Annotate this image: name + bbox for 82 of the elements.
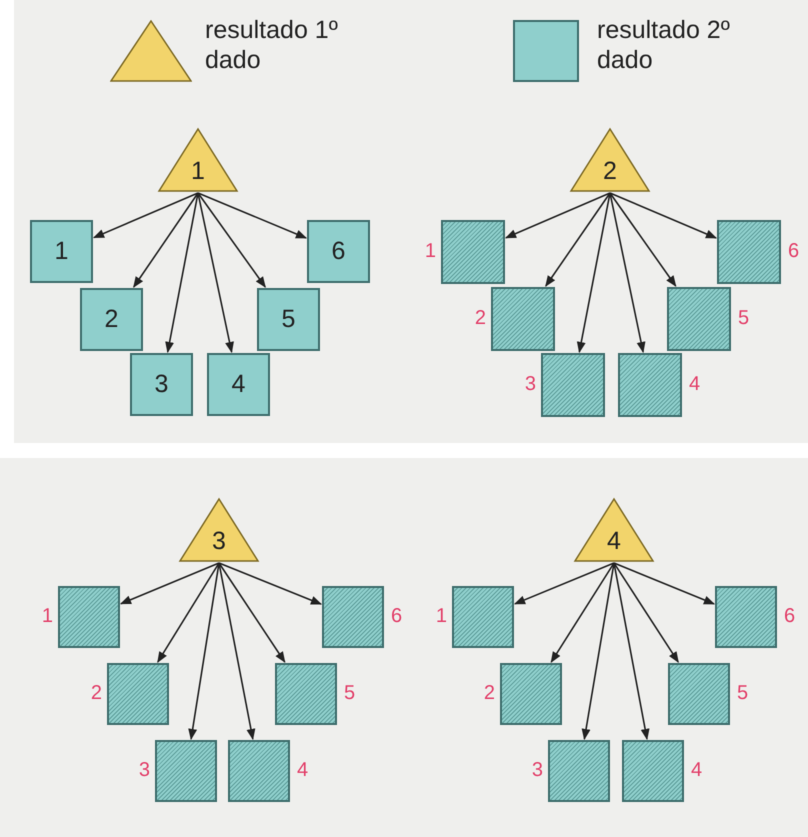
arrow	[550, 562, 615, 663]
square-node	[307, 220, 370, 283]
triangle-node	[570, 128, 650, 192]
node-number: 4	[232, 370, 246, 399]
hatched-square	[541, 353, 605, 417]
arrow	[504, 192, 610, 239]
hatched-square	[155, 740, 217, 802]
arrow	[218, 562, 286, 663]
side-number: 4	[297, 759, 308, 782]
hatched-square	[58, 586, 120, 648]
node-number: 1	[191, 156, 205, 186]
side-number: 6	[788, 240, 800, 263]
side-number: 5	[344, 682, 356, 705]
hatched-square	[322, 586, 384, 648]
side-number: 1	[436, 605, 447, 628]
hatched-square	[441, 220, 505, 284]
arrow	[92, 192, 198, 238]
arrow	[120, 562, 220, 604]
arrow	[582, 562, 615, 740]
arrow	[545, 192, 611, 287]
side-number: 2	[474, 307, 486, 330]
square-node	[257, 288, 320, 351]
side-number: 6	[784, 605, 796, 628]
side-number: 2	[484, 682, 495, 705]
arrow	[197, 192, 266, 288]
side-number: 5	[738, 307, 750, 330]
node-number: 5	[282, 305, 296, 334]
arrow	[576, 192, 611, 354]
hatched-square	[548, 740, 610, 802]
square-node	[130, 353, 193, 416]
arrow	[198, 192, 308, 239]
node-number: 4	[607, 526, 621, 556]
side-number: 4	[691, 759, 702, 782]
arrow	[218, 562, 256, 740]
hatched-square	[715, 586, 777, 648]
arrow	[197, 192, 234, 354]
arrow	[133, 192, 199, 288]
side-number: 5	[737, 682, 748, 705]
node-number: 6	[332, 237, 346, 266]
hatched-square	[667, 287, 731, 351]
side-number: 2	[90, 682, 102, 705]
square-node	[80, 288, 143, 351]
hatched-square	[500, 663, 562, 725]
hatched-square	[491, 287, 555, 351]
square-node	[30, 220, 93, 283]
arrow	[610, 192, 718, 239]
triangle-node	[179, 498, 259, 562]
side-number: 3	[532, 759, 543, 782]
hatched-square	[668, 663, 730, 725]
hatched-square	[107, 663, 169, 725]
node-number: 2	[104, 305, 118, 334]
hatched-square	[618, 353, 682, 417]
side-number: 3	[138, 759, 150, 782]
node-number: 2	[603, 156, 617, 186]
node-number: 3	[212, 526, 226, 556]
node-number: 3	[154, 370, 168, 399]
side-number: 3	[524, 373, 536, 396]
arrow	[165, 192, 199, 354]
arrow	[609, 192, 676, 287]
side-number: 4	[689, 373, 700, 396]
triangle-node	[574, 498, 654, 562]
hatched-square	[452, 586, 514, 648]
side-number: 6	[391, 605, 402, 628]
legend-label: resultado 2º dado	[597, 15, 731, 75]
side-number: 1	[424, 240, 436, 263]
arrow	[614, 562, 716, 605]
node-number: 1	[54, 237, 68, 266]
side-number: 1	[42, 605, 53, 628]
legend-label: resultado 1º dado	[205, 15, 339, 75]
arrow	[188, 562, 220, 740]
hatched-square	[622, 740, 684, 802]
hatched-square	[228, 740, 290, 802]
hatched-square	[717, 220, 781, 284]
triangle-node	[158, 128, 238, 192]
square-node	[207, 353, 270, 416]
arrow	[613, 562, 650, 740]
arrow	[157, 562, 220, 663]
hatched-square	[275, 663, 337, 725]
arrow	[514, 562, 614, 605]
arrow	[218, 562, 322, 605]
arrow	[613, 562, 679, 663]
arrow	[609, 192, 646, 354]
